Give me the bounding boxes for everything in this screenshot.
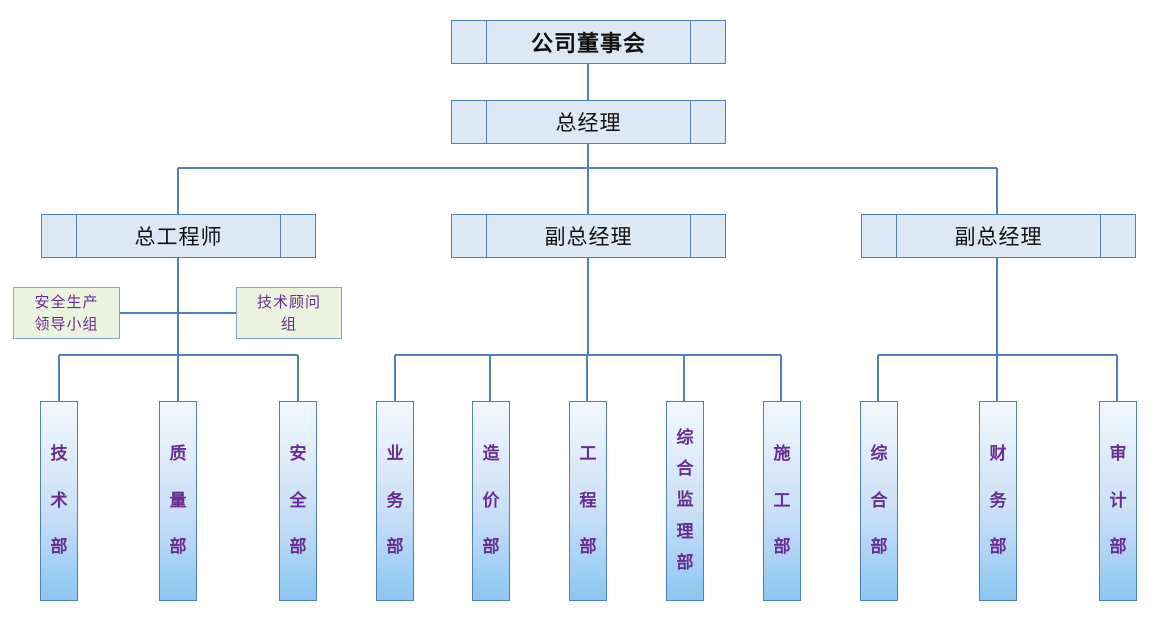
dept-box-3: 业务部 xyxy=(376,401,414,601)
dept-box-10: 审计部 xyxy=(1099,401,1137,601)
general-manager-box: 总经理 xyxy=(451,100,726,144)
dept-box-8: 综合部 xyxy=(860,401,898,601)
tech-advisor-label: 技术顾问 组 xyxy=(256,293,321,333)
tech-advisor-box: 技术顾问 组 xyxy=(236,287,342,339)
dept-box-0: 技术部 xyxy=(40,401,78,601)
safety-group-label: 安全生产 领导小组 xyxy=(34,293,99,333)
dept-box-9: 财务部 xyxy=(979,401,1017,601)
dept-box-6: 综合监理部 xyxy=(666,401,704,601)
deputy-gm-1-label: 副总经理 xyxy=(544,225,633,249)
deputy-gm-1-box: 副总经理 xyxy=(451,214,726,258)
dept-box-7: 施工部 xyxy=(763,401,801,601)
dept-box-2: 安全部 xyxy=(279,401,317,601)
dept-box-5: 工程部 xyxy=(569,401,607,601)
chief-engineer-label: 总工程师 xyxy=(134,225,223,249)
deputy-gm-2-box: 副总经理 xyxy=(861,214,1136,258)
safety-group-box: 安全生产 领导小组 xyxy=(13,287,120,339)
general-manager-label: 总经理 xyxy=(555,111,622,135)
board-box: 公司董事会 xyxy=(451,20,726,64)
dept-box-1: 质量部 xyxy=(159,401,197,601)
dept-box-4: 造价部 xyxy=(472,401,510,601)
board-label: 公司董事会 xyxy=(530,31,646,57)
chief-engineer-box: 总工程师 xyxy=(41,214,316,258)
deputy-gm-2-label: 副总经理 xyxy=(954,225,1043,249)
